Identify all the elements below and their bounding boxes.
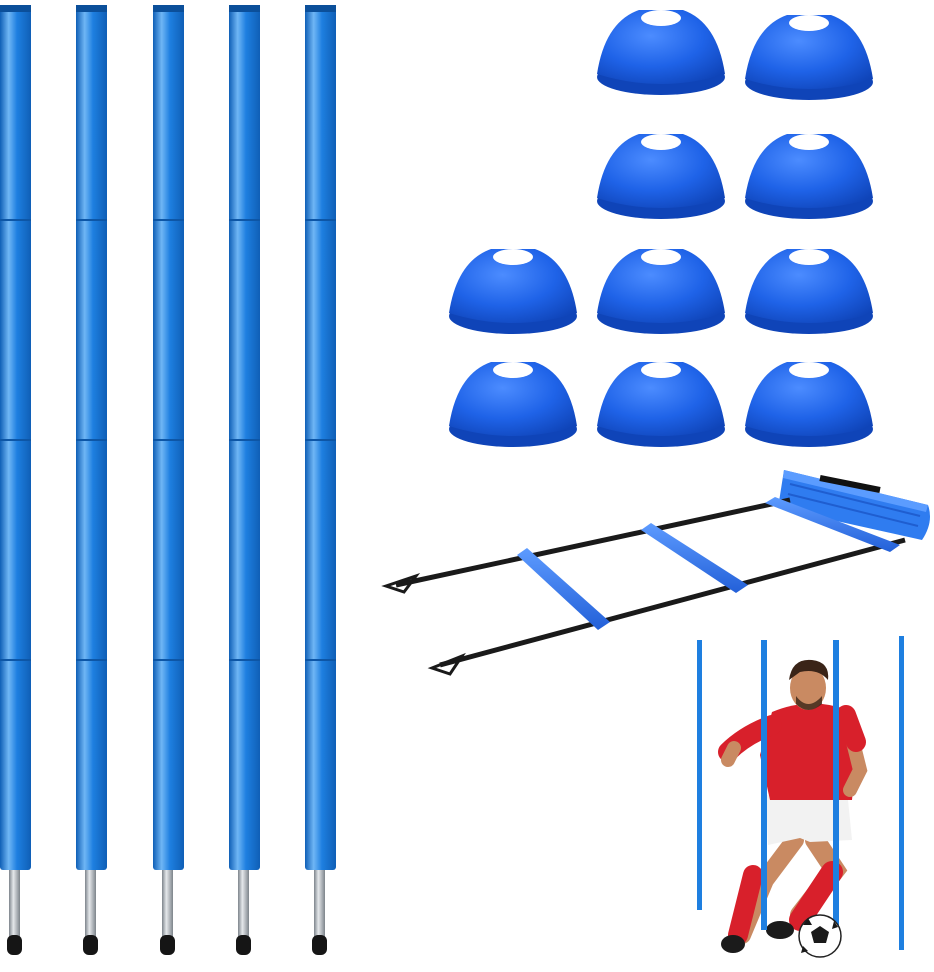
disc-cones (449, 10, 873, 447)
agility-pole (0, 5, 31, 955)
ladder-rung (641, 523, 748, 593)
soccer-ball (798, 914, 842, 958)
disc-cone (745, 15, 873, 100)
disc-cone (597, 249, 725, 334)
agility-pole (305, 5, 336, 955)
demo-pole (833, 640, 839, 940)
disc-cone (597, 362, 725, 447)
agility-ladder (381, 470, 930, 676)
disc-cone (745, 362, 873, 447)
ladder-rung (765, 497, 900, 552)
ladder-roll (778, 470, 930, 540)
agility-poles (0, 5, 336, 955)
soccer-player (718, 659, 868, 953)
ladder-rung (517, 548, 610, 630)
demo-pole (697, 640, 702, 910)
ladder-clip (381, 573, 421, 594)
demo-pole (899, 636, 904, 950)
ladder-clip (427, 652, 466, 676)
disc-cone (745, 134, 873, 219)
disc-cone (449, 362, 577, 447)
disc-cone (597, 134, 725, 219)
disc-cone (745, 249, 873, 334)
disc-cone (597, 10, 725, 95)
ladder-strap (395, 497, 791, 588)
ladder-strap (439, 537, 906, 668)
demo-pole (761, 640, 767, 930)
disc-cone (449, 249, 577, 334)
player-demo (697, 636, 904, 958)
agility-pole (229, 5, 260, 955)
agility-pole (76, 5, 107, 955)
agility-pole (153, 5, 184, 955)
